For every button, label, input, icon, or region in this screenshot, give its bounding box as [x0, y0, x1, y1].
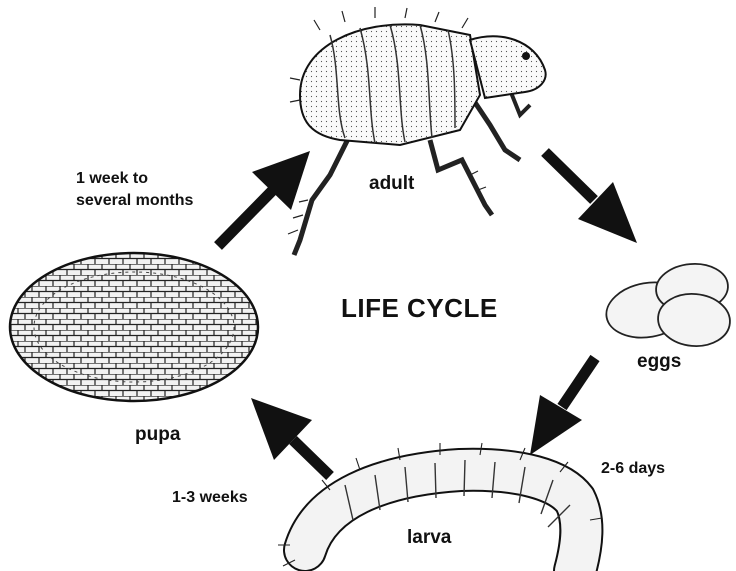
duration-pupa-to-adult-line2: several months [76, 190, 193, 211]
diagram-title: LIFE CYCLE [341, 293, 498, 324]
stage-label-adult: adult [369, 173, 414, 195]
arrow-larva-to-pupa [251, 398, 330, 476]
adult-flea-illustration [288, 7, 546, 255]
larva-illustration [278, 443, 602, 571]
duration-pupa-to-adult-line1: 1 week to [76, 168, 148, 189]
pupa-illustration [10, 253, 258, 401]
arrow-adult-to-eggs [545, 152, 637, 243]
eggs-illustration [602, 261, 732, 349]
arrow-pupa-to-adult [218, 151, 310, 246]
arrow-eggs-to-larva [530, 358, 595, 455]
stage-label-eggs: eggs [637, 351, 681, 373]
duration-larva-to-pupa: 1-3 weeks [172, 487, 248, 508]
stage-label-pupa: pupa [135, 424, 180, 446]
stage-label-larva: larva [407, 527, 451, 549]
duration-eggs-to-larva: 2-6 days [601, 458, 665, 479]
